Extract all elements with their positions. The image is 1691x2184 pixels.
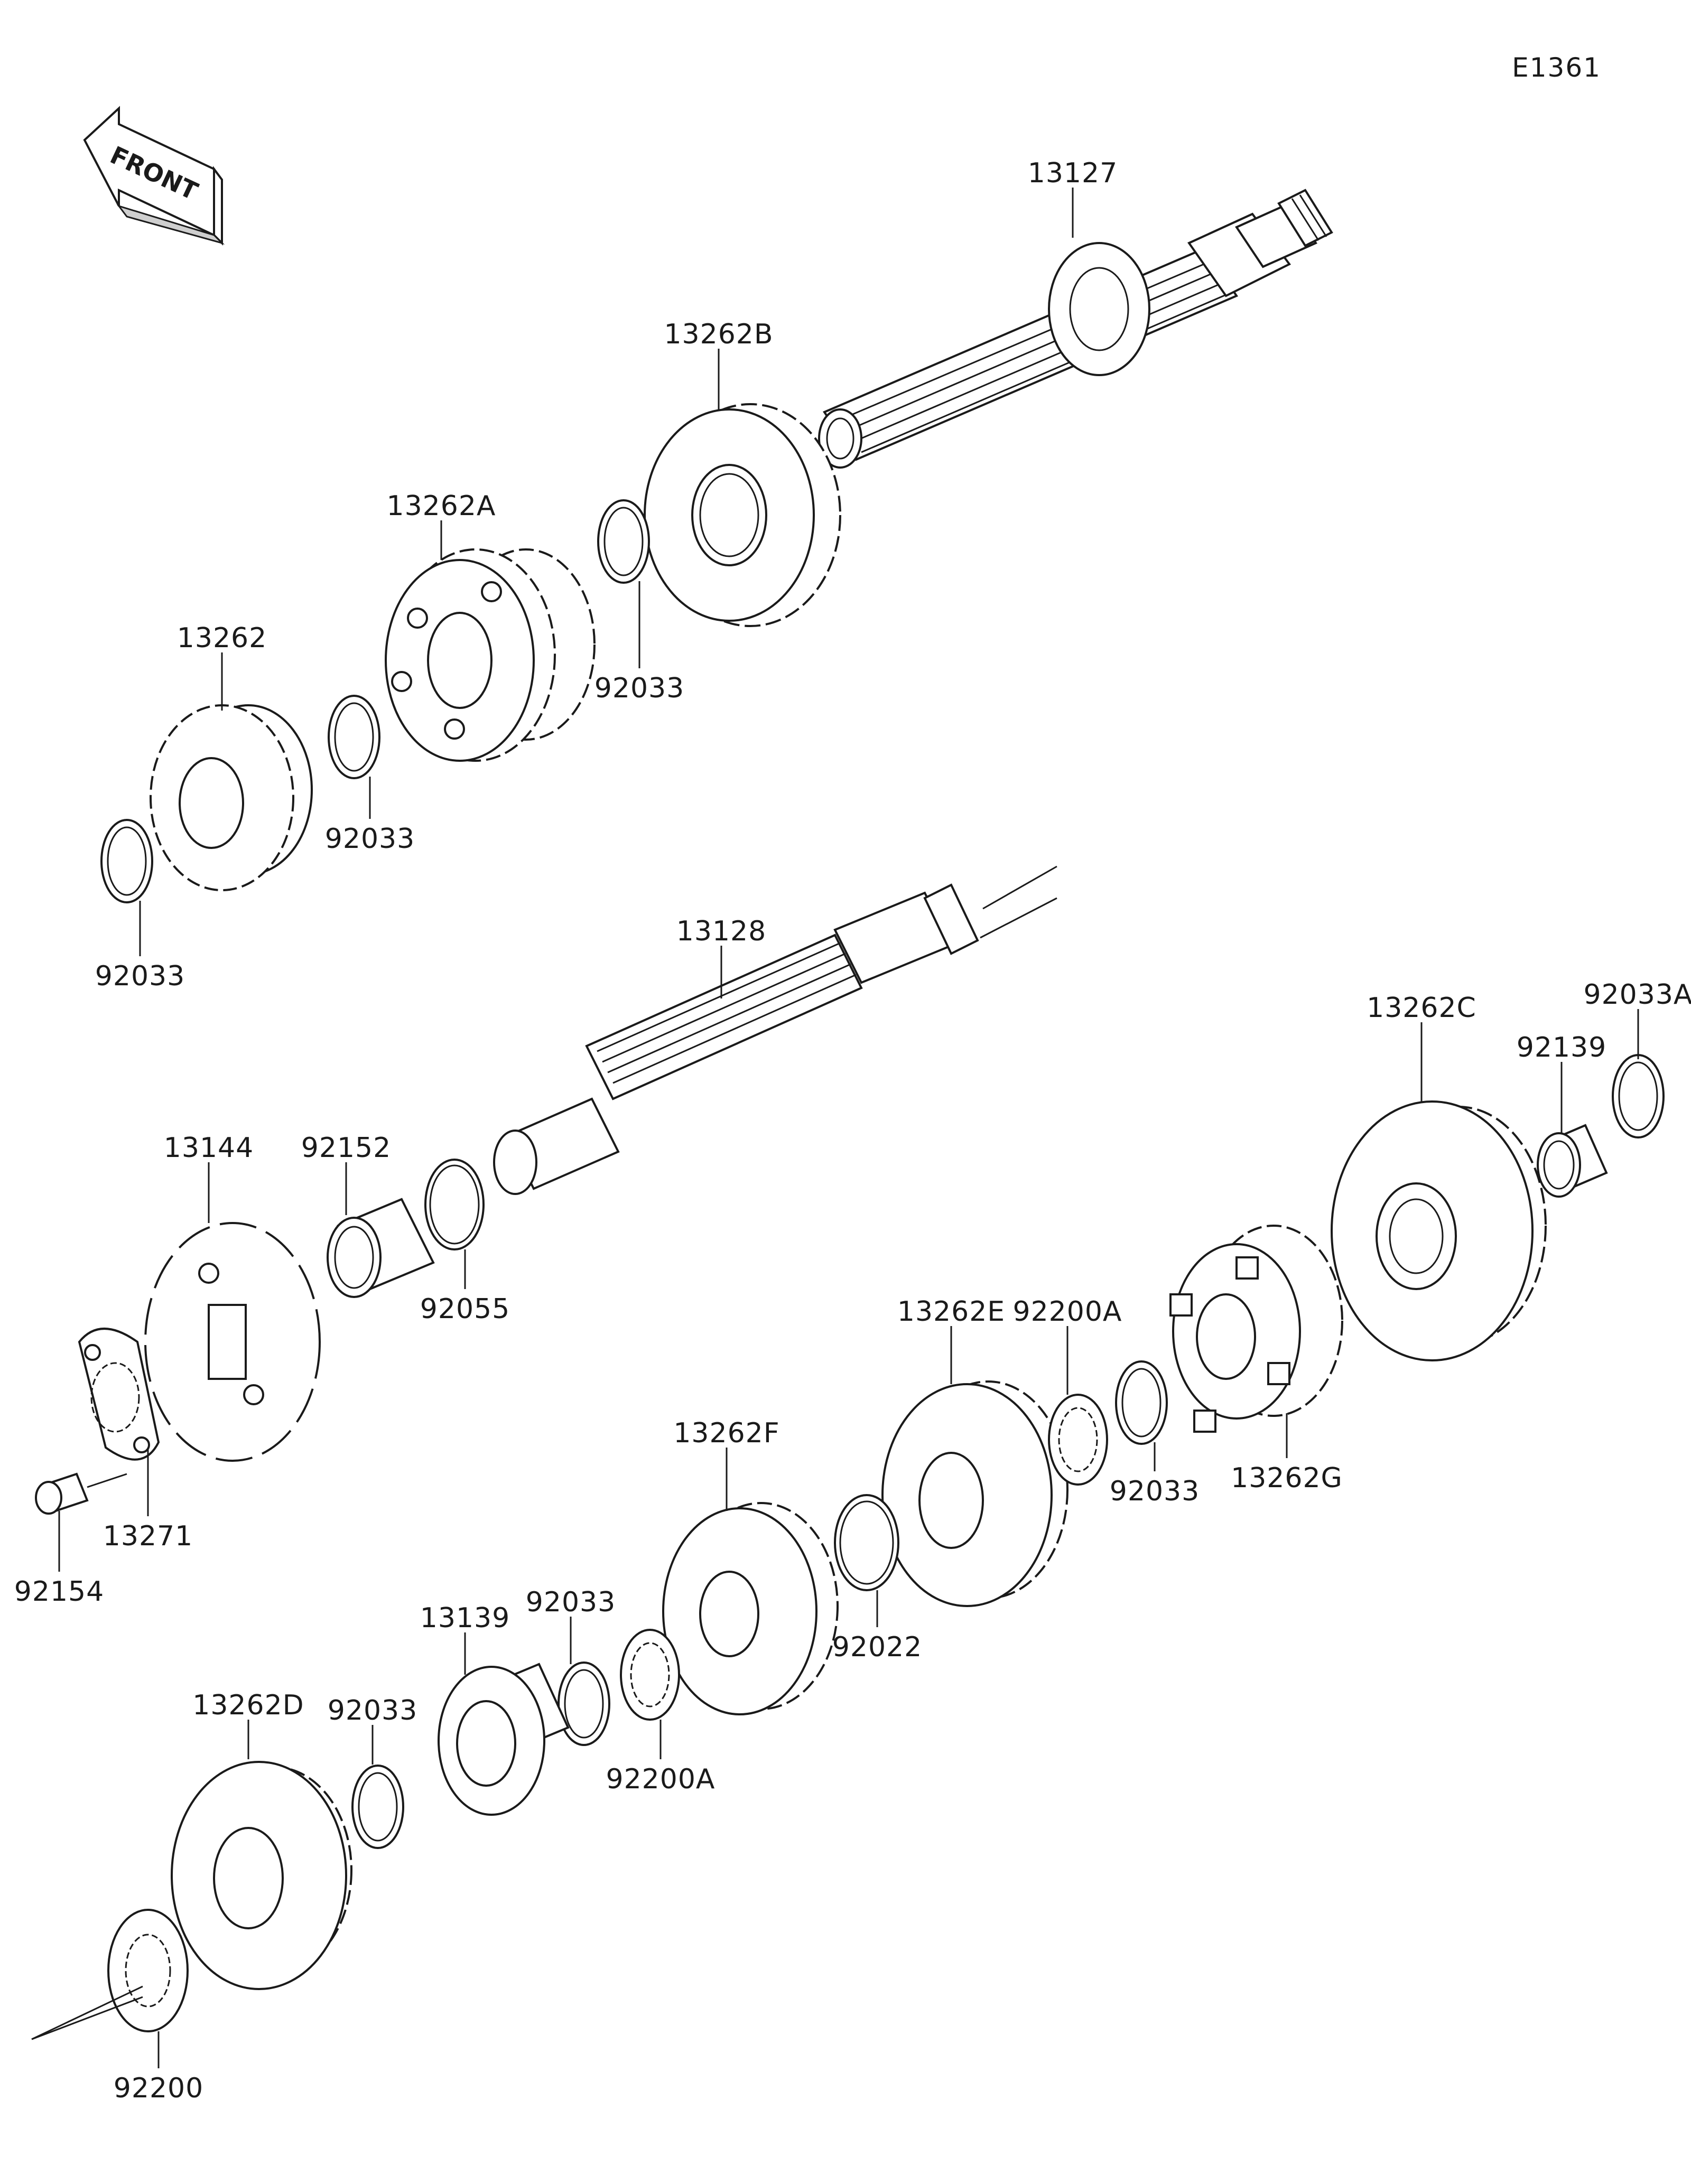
part-label-92033-a: 92033 bbox=[594, 673, 684, 704]
gear-13262a[interactable] bbox=[385, 548, 596, 762]
part-label-92033-d: 92033 bbox=[1110, 1476, 1200, 1507]
gear-13139[interactable] bbox=[438, 1663, 570, 1816]
part-label-13144: 13144 bbox=[164, 1132, 254, 1164]
gear-13262f[interactable] bbox=[662, 1502, 839, 1715]
collar-92152[interactable] bbox=[327, 1198, 435, 1298]
part-label-92055: 92055 bbox=[420, 1293, 510, 1325]
part-label-92033a: 92033A bbox=[1584, 979, 1691, 1011]
part-label-92033-c: 92033 bbox=[95, 960, 185, 992]
part-label-13128: 13128 bbox=[676, 916, 766, 947]
part-label-92200: 92200 bbox=[114, 2073, 203, 2104]
part-label-13262a: 13262A bbox=[387, 490, 496, 522]
plate-13271[interactable] bbox=[78, 1328, 160, 1461]
part-label-92033-e: 92033 bbox=[526, 1586, 616, 1618]
diagram-code: E1361 bbox=[1512, 52, 1601, 83]
part-label-92139: 92139 bbox=[1517, 1032, 1606, 1063]
part-label-13262: 13262 bbox=[177, 622, 267, 654]
gear-13262d[interactable] bbox=[171, 1761, 352, 1990]
shaft-13128[interactable] bbox=[493, 883, 979, 1195]
circlip-92033a[interactable] bbox=[1612, 1054, 1665, 1138]
circlip-92033-e[interactable] bbox=[558, 1662, 610, 1746]
washer-92200a-b[interactable] bbox=[620, 1629, 680, 1721]
circlip-92033-a[interactable] bbox=[597, 499, 650, 584]
part-label-13271: 13271 bbox=[103, 1520, 193, 1552]
circlip-92033-c[interactable] bbox=[100, 819, 153, 903]
part-label-92154: 92154 bbox=[14, 1576, 104, 1608]
part-label-13262d: 13262D bbox=[192, 1690, 304, 1721]
part-label-92033-f: 92033 bbox=[328, 1695, 417, 1726]
part-label-13127: 13127 bbox=[1028, 157, 1118, 189]
part-label-13262f: 13262F bbox=[673, 1417, 779, 1449]
part-label-13262c: 13262C bbox=[1367, 992, 1476, 1024]
front-arrow-icon: FRONT bbox=[83, 106, 225, 246]
part-label-92200a-a: 92200A bbox=[1013, 1296, 1122, 1328]
washer-92022[interactable] bbox=[834, 1494, 899, 1591]
part-label-13262e: 13262E bbox=[897, 1296, 1005, 1328]
oring-92055[interactable] bbox=[424, 1159, 485, 1250]
part-label-92022: 92022 bbox=[832, 1631, 922, 1663]
sprocket-13144[interactable] bbox=[144, 1222, 321, 1462]
part-label-13262g: 13262G bbox=[1231, 1462, 1343, 1494]
part-label-13262b: 13262B bbox=[664, 319, 773, 350]
washer-92200a-a[interactable] bbox=[1048, 1394, 1108, 1486]
circlip-92033-f[interactable] bbox=[351, 1765, 404, 1849]
gear-13262c[interactable] bbox=[1331, 1100, 1547, 1361]
washer-92200[interactable] bbox=[107, 1909, 189, 2032]
part-label-92200a-b: 92200A bbox=[606, 1763, 716, 1795]
circlip-92033-d[interactable] bbox=[1115, 1360, 1168, 1445]
part-label-92033-b: 92033 bbox=[325, 823, 415, 855]
gear-13262e[interactable] bbox=[881, 1380, 1069, 1607]
part-label-13139: 13139 bbox=[420, 1602, 510, 1634]
bolt-92154[interactable] bbox=[35, 1472, 127, 1515]
gear-13262[interactable] bbox=[150, 704, 313, 891]
gear-13262g[interactable] bbox=[1169, 1225, 1343, 1433]
circlip-92033-b[interactable] bbox=[328, 695, 380, 779]
shaft-13127[interactable] bbox=[818, 189, 1333, 469]
part-label-92152: 92152 bbox=[301, 1132, 391, 1164]
gear-13262b[interactable] bbox=[644, 403, 841, 627]
bushing-92139[interactable] bbox=[1537, 1124, 1608, 1198]
